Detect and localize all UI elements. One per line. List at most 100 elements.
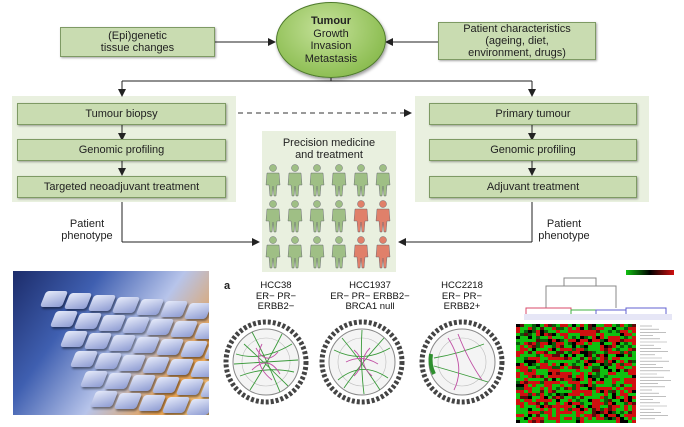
heatmap-cell xyxy=(604,417,608,420)
heatmap-cell xyxy=(544,336,548,339)
heatmap-cell xyxy=(612,408,616,411)
heatmap-cell xyxy=(572,345,576,348)
heatmap-cell xyxy=(604,345,608,348)
heatmap-cell xyxy=(532,363,536,366)
keyboard-key xyxy=(161,397,191,413)
heatmap-cell xyxy=(608,411,612,414)
heatmap-cell xyxy=(528,348,532,351)
heatmap-cell xyxy=(616,396,620,399)
heatmap-cell xyxy=(532,414,536,417)
heatmap-cell xyxy=(520,399,524,402)
heatmap-cell xyxy=(564,384,568,387)
heatmap-cell xyxy=(556,393,560,396)
heatmap-cell xyxy=(540,354,544,357)
heatmap-cell xyxy=(632,366,636,369)
heatmap-cell xyxy=(588,345,592,348)
heatmap-cell xyxy=(600,411,604,414)
heatmap-cell xyxy=(592,411,596,414)
heatmap-cell xyxy=(560,333,564,336)
heatmap-cell xyxy=(528,339,532,342)
heatmap-cell xyxy=(528,351,532,354)
patient-figures xyxy=(265,164,391,269)
heatmap-cell xyxy=(552,363,556,366)
heatmap-cell xyxy=(544,369,548,372)
heatmap-cell xyxy=(564,372,568,375)
heatmap-cell xyxy=(616,408,620,411)
heatmap-cell xyxy=(584,369,588,372)
heatmap-cell xyxy=(520,384,524,387)
heatmap-cell xyxy=(600,336,604,339)
heatmap-cell xyxy=(524,351,528,354)
heatmap-cell xyxy=(548,381,552,384)
heatmap-cell xyxy=(608,357,612,360)
heatmap-cell xyxy=(620,348,624,351)
heatmap-cell xyxy=(540,369,544,372)
heatmap-cell xyxy=(596,345,600,348)
heatmap-cell xyxy=(540,381,544,384)
patient-figure xyxy=(375,236,391,269)
heatmap-cell xyxy=(608,405,612,408)
heatmap-cell xyxy=(540,417,544,420)
heatmap-cell xyxy=(564,387,568,390)
heatmap-cell xyxy=(548,363,552,366)
heatmap-cell xyxy=(588,390,592,393)
heatmap-cell xyxy=(596,357,600,360)
heatmap-cell xyxy=(604,342,608,345)
heatmap-cell xyxy=(548,375,552,378)
heatmap-cell xyxy=(528,336,532,339)
heatmap-cell xyxy=(544,363,548,366)
heatmap-cell xyxy=(556,411,560,414)
heatmap-cell xyxy=(580,408,584,411)
keyboard-key xyxy=(117,355,147,371)
heatmap-cell xyxy=(616,357,620,360)
keyboard-key xyxy=(159,301,189,317)
heatmap-cell xyxy=(532,339,536,342)
heatmap-cell xyxy=(528,411,532,414)
heatmap-cell xyxy=(584,330,588,333)
heatmap-cell xyxy=(632,354,636,357)
heatmap-cell xyxy=(612,369,616,372)
heatmap-cell xyxy=(600,333,604,336)
heatmap-cell xyxy=(524,414,528,417)
heatmap-cell xyxy=(544,324,548,327)
heatmap-cell xyxy=(632,417,636,420)
heatmap-cell xyxy=(536,375,540,378)
heatmap-cell xyxy=(608,399,612,402)
heatmap-cell xyxy=(564,330,568,333)
heatmap-cell xyxy=(628,351,632,354)
heatmap-cell xyxy=(592,369,596,372)
heatmap-cell xyxy=(600,327,604,330)
patient-figure xyxy=(331,164,347,197)
heatmap-cell xyxy=(560,327,564,330)
heatmap-cell xyxy=(604,351,608,354)
heatmap-cell xyxy=(572,399,576,402)
heatmap-cell xyxy=(608,333,612,336)
patient-figure xyxy=(287,236,303,269)
heatmap-cell xyxy=(584,327,588,330)
heatmap-cell xyxy=(516,369,520,372)
heatmap-cell xyxy=(516,336,520,339)
heatmap-cell xyxy=(628,387,632,390)
heatmap-cell xyxy=(572,360,576,363)
heatmap-cell xyxy=(560,420,564,423)
keyboard-key xyxy=(165,359,195,375)
heatmap-cell xyxy=(604,375,608,378)
heatmap-cell xyxy=(544,402,548,405)
heatmap-cell xyxy=(624,369,628,372)
heatmap-cell xyxy=(536,399,540,402)
heatmap-cell xyxy=(588,339,592,342)
heatmap-cell xyxy=(608,348,612,351)
heatmap-cell xyxy=(600,420,604,423)
heatmap-cell xyxy=(596,405,600,408)
heatmap-cell xyxy=(616,363,620,366)
heatmap-cell xyxy=(556,342,560,345)
heatmap-cell xyxy=(560,402,564,405)
heatmap-cell xyxy=(620,360,624,363)
patient-figure xyxy=(375,200,391,233)
heatmap-cell xyxy=(600,399,604,402)
heatmap-cell xyxy=(524,345,528,348)
keyboard-key xyxy=(103,373,133,389)
heatmap-cell xyxy=(560,375,564,378)
heatmap-cell xyxy=(528,366,532,369)
